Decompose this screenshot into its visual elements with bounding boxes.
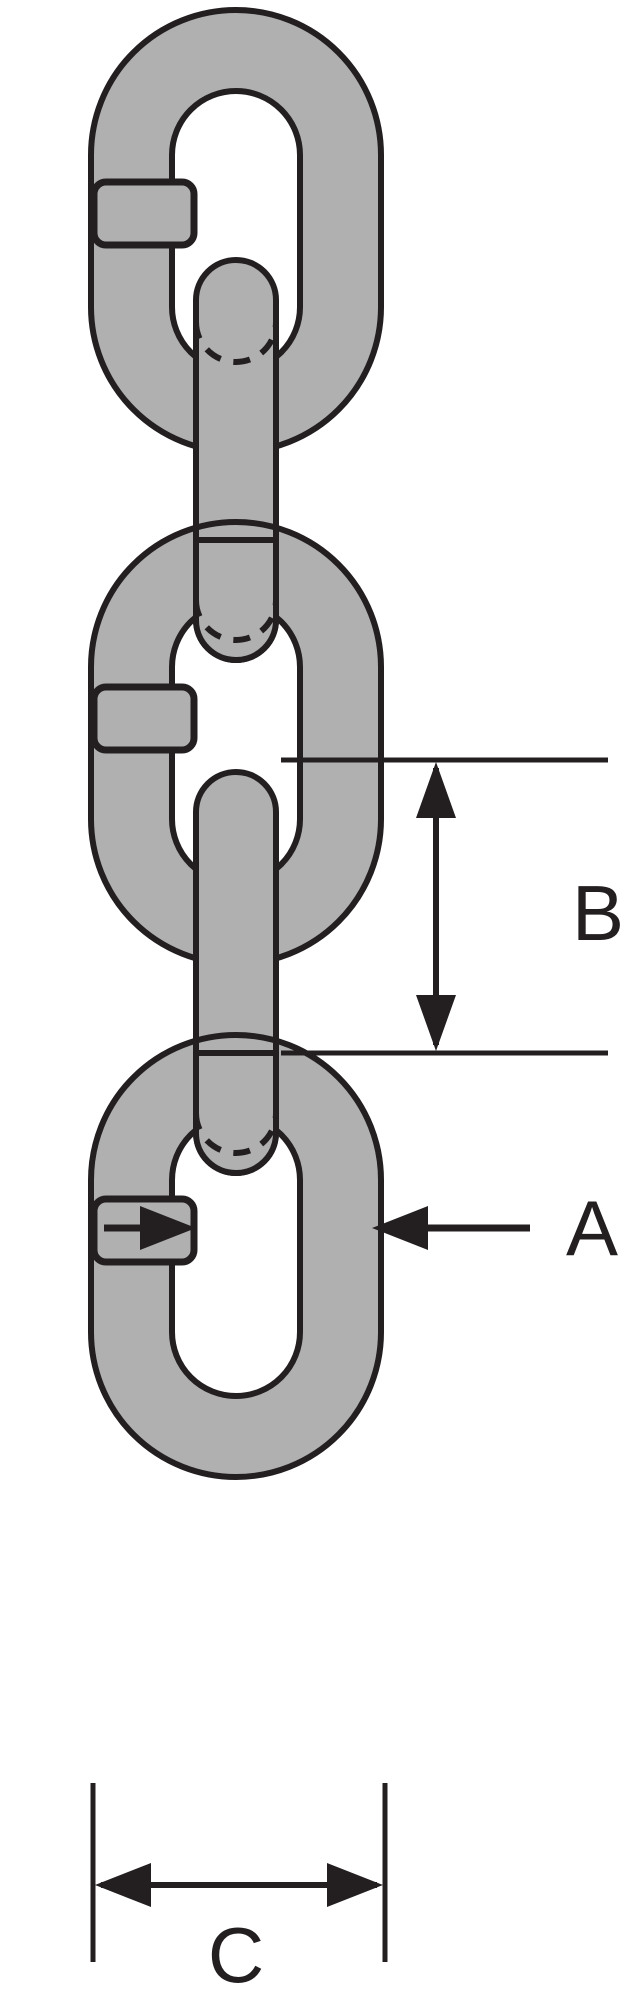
dimension-a-label: A	[566, 1184, 618, 1272]
top-link-stud	[90, 178, 198, 249]
dimension-a-left-arrowhead	[140, 1206, 196, 1250]
connector-lower-front-bar	[193, 1050, 279, 1176]
dimension-c-arrow-right	[327, 1863, 383, 1907]
dimension-b-arrow-up	[416, 762, 456, 818]
hidden-arc-top	[196, 321, 276, 365]
hidden-arc-middle	[193, 599, 279, 643]
dimension-c-arrow-left	[95, 1863, 151, 1907]
dimension-b: B	[281, 757, 624, 1056]
hidden-arc-bottom	[193, 1112, 279, 1156]
connector-upper-front-bar	[193, 537, 279, 663]
dimension-a-right-arrowhead	[372, 1206, 428, 1250]
dimension-b-arrow-down	[416, 995, 456, 1051]
dimension-c-label: C	[208, 1911, 264, 1999]
connector-lower-front-segment	[193, 968, 279, 1176]
middle-link-stud	[90, 683, 198, 754]
dimension-a: A	[104, 1184, 618, 1272]
connector-upper-front-segment	[193, 455, 279, 663]
dimension-b-label: B	[572, 869, 624, 957]
dimension-c: C	[90, 1783, 388, 1999]
